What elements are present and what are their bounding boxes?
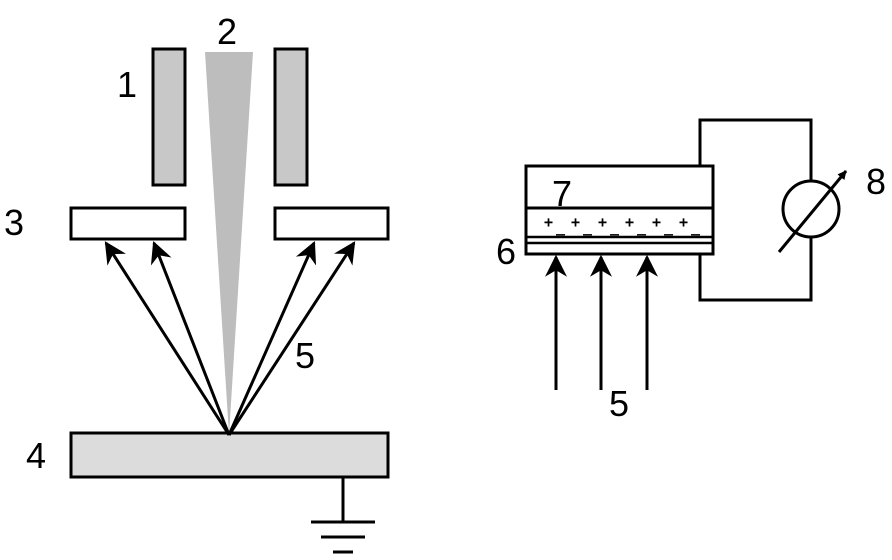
label-1-column: 1 bbox=[117, 64, 137, 105]
meter-icon bbox=[777, 170, 848, 253]
detector-plate-left bbox=[69, 206, 187, 241]
plus-charge: + bbox=[625, 213, 634, 231]
minus-charge: _ bbox=[664, 218, 674, 236]
minus-charge: _ bbox=[583, 218, 593, 236]
emission-arrow-4 bbox=[227, 241, 356, 436]
charge-pairs: + _ + _ + _ + _ + _ + _ bbox=[544, 213, 701, 236]
plus-charge: + bbox=[679, 213, 688, 231]
minus-charge: _ bbox=[610, 218, 620, 236]
label-5-emission: 5 bbox=[295, 335, 315, 376]
minus-charge: _ bbox=[691, 218, 701, 236]
emission-arrow-1 bbox=[104, 241, 231, 436]
column-plate-left bbox=[151, 47, 187, 187]
plus-charge: + bbox=[571, 213, 580, 231]
label-7-layer: 7 bbox=[552, 173, 572, 214]
label-5-incoming: 5 bbox=[609, 383, 629, 424]
sample-plate bbox=[69, 431, 390, 479]
minus-charge: _ bbox=[637, 218, 647, 236]
plus-charge: + bbox=[598, 213, 607, 231]
label-8-meter: 8 bbox=[866, 161, 886, 202]
label-4-sample: 4 bbox=[26, 435, 46, 476]
column-plate-right bbox=[273, 47, 309, 187]
plus-charge: + bbox=[652, 213, 661, 231]
label-3-detector: 3 bbox=[4, 202, 24, 243]
primary-beam bbox=[205, 52, 253, 435]
label-2-beam: 2 bbox=[217, 11, 237, 52]
minus-charge: _ bbox=[556, 218, 566, 236]
detector-plate-right bbox=[273, 206, 390, 241]
emission-arrow-3 bbox=[227, 240, 317, 436]
plus-charge: + bbox=[544, 213, 553, 231]
detector-body bbox=[524, 164, 715, 256]
ground-icon bbox=[311, 477, 375, 554]
label-6-electrode: 6 bbox=[496, 231, 516, 272]
emission-arrow-2 bbox=[150, 240, 231, 436]
